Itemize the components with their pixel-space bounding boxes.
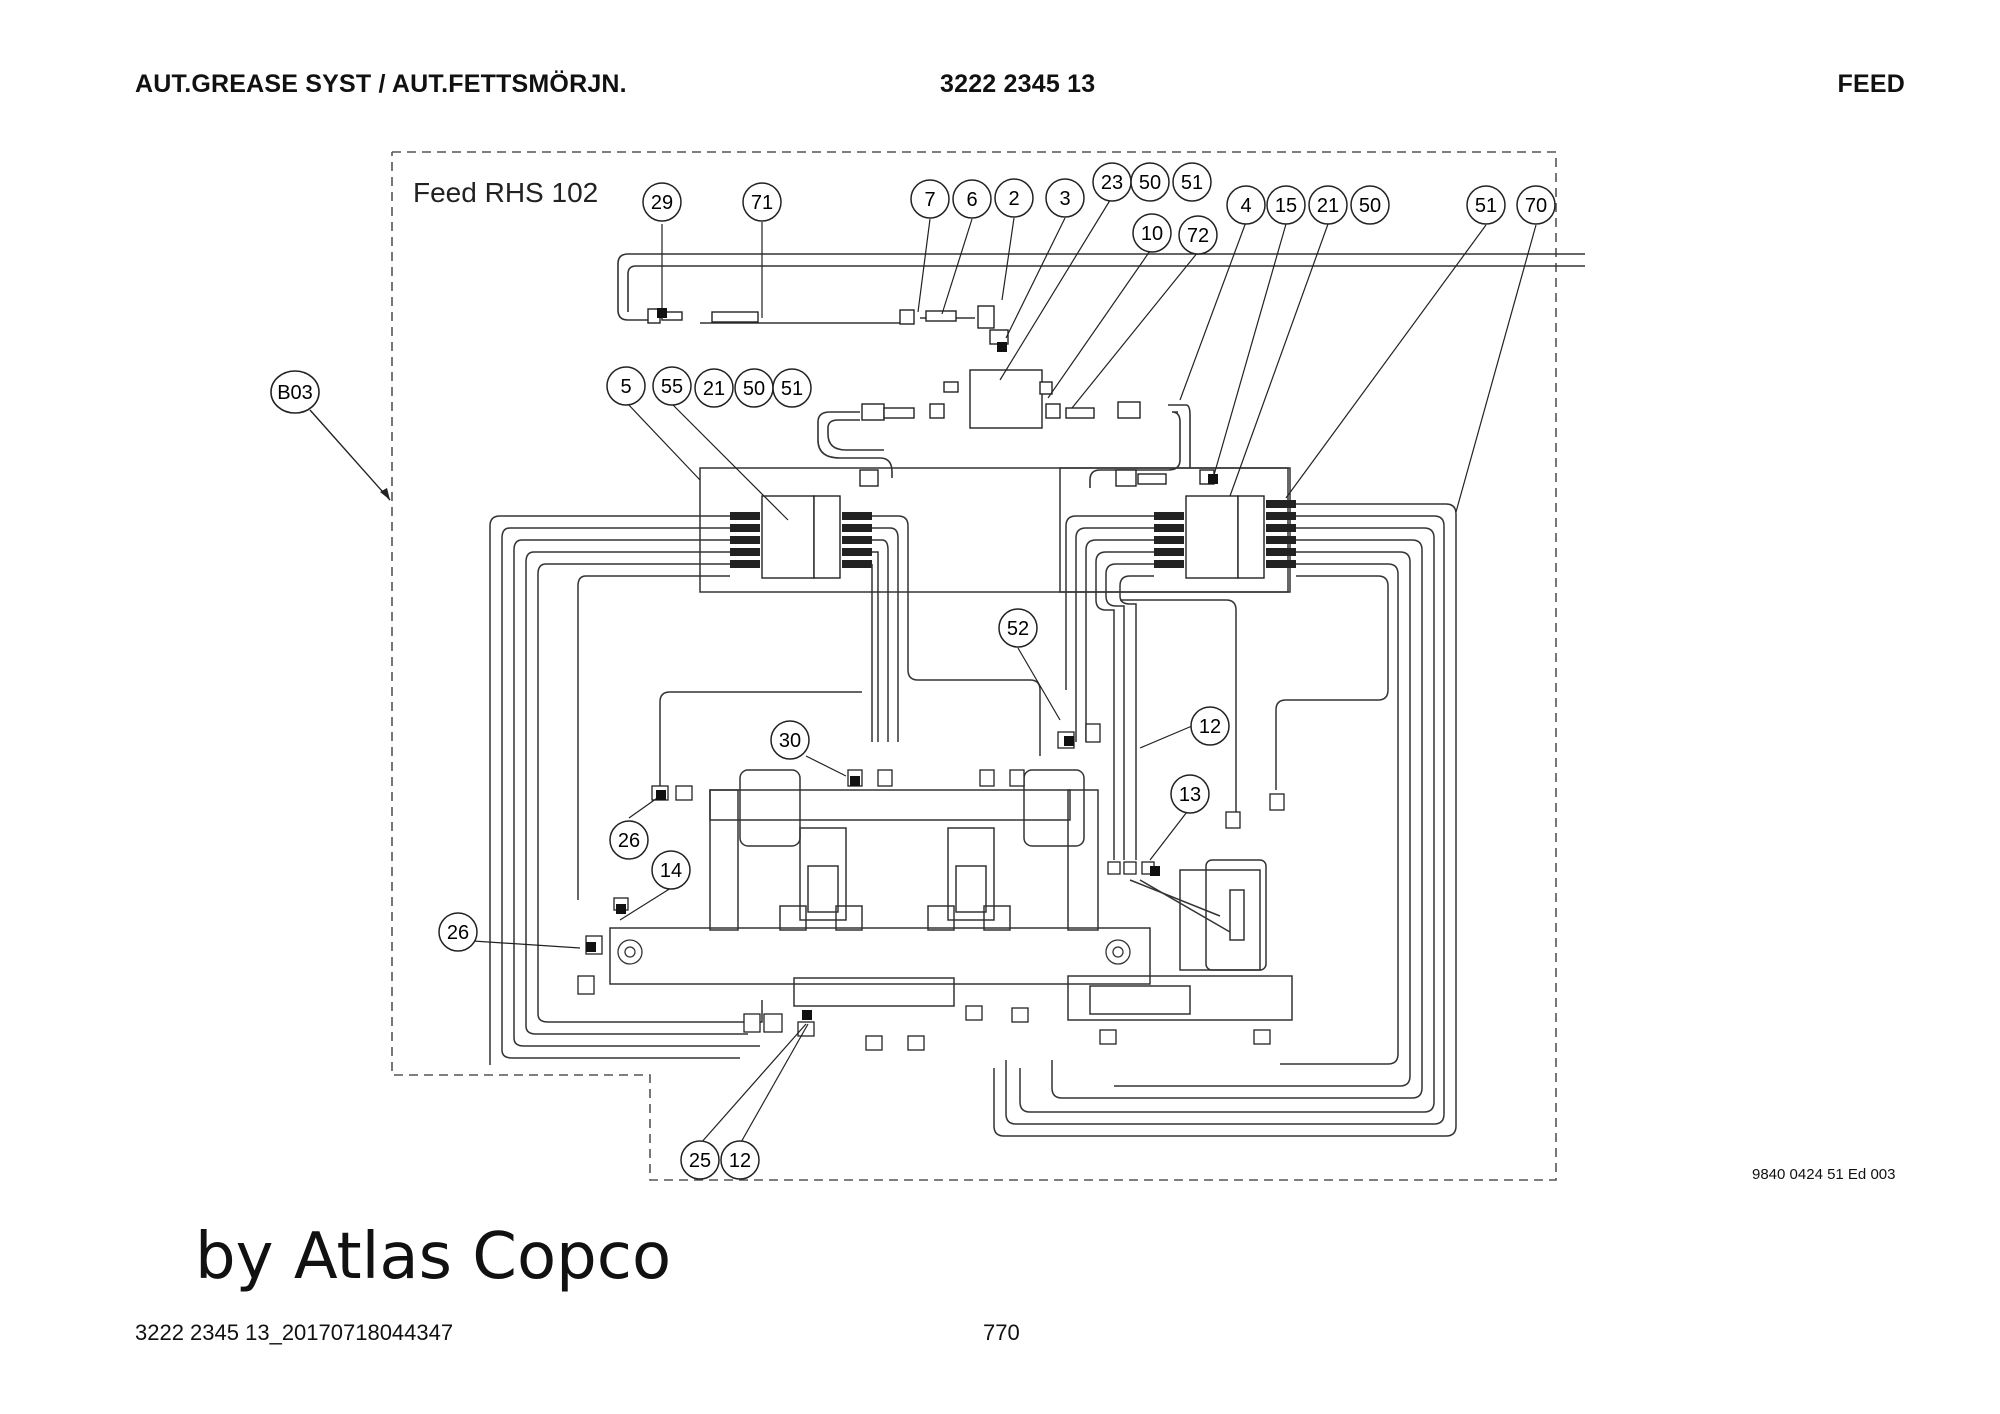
callout-29: 29 xyxy=(642,182,682,222)
callout-26: 26 xyxy=(609,820,649,860)
header-part-number: 3222 2345 13 xyxy=(940,70,1096,98)
svg-text:29: 29 xyxy=(651,192,673,214)
callout-4: 4 xyxy=(1226,185,1266,225)
callout-12: 12 xyxy=(1190,706,1230,746)
svg-text:2: 2 xyxy=(1008,188,1019,210)
manifold-right xyxy=(1059,467,1291,593)
callout-7: 7 xyxy=(910,179,950,219)
brand-signature: by Atlas Copco xyxy=(195,1220,672,1294)
diagram-boundary xyxy=(391,151,1557,1181)
callout-51: 51 xyxy=(772,368,812,408)
svg-text:26: 26 xyxy=(447,922,469,944)
callout-55: 55 xyxy=(652,366,692,406)
manifold-left xyxy=(699,467,1289,593)
footer-page-number: 770 xyxy=(983,1320,1020,1345)
callout-71: 71 xyxy=(742,182,782,222)
svg-text:14: 14 xyxy=(660,860,682,882)
gear-wheels xyxy=(617,939,1131,965)
callout-26: 26 xyxy=(438,912,478,952)
callout-70: 70 xyxy=(1516,185,1556,225)
callout-72: 72 xyxy=(1178,215,1218,255)
svg-text:26: 26 xyxy=(618,830,640,852)
header-title: AUT.GREASE SYST / AUT.FETTSMÖRJN. xyxy=(135,70,627,98)
svg-text:50: 50 xyxy=(743,378,765,400)
header-section: FEED xyxy=(1837,70,1905,98)
callout-50: 50 xyxy=(1350,185,1390,225)
footer-doc-id: 3222 2345 13_20170718044347 xyxy=(135,1320,454,1345)
callout-25: 25 xyxy=(680,1140,720,1180)
svg-text:52: 52 xyxy=(1007,618,1029,640)
callout-2: 2 xyxy=(994,178,1034,218)
svg-text:55: 55 xyxy=(661,376,683,398)
callout-6: 6 xyxy=(952,179,992,219)
callout-12: 12 xyxy=(720,1140,760,1180)
svg-text:25: 25 xyxy=(689,1150,711,1172)
svg-text:50: 50 xyxy=(1359,195,1381,217)
group-callout-b03: B03 xyxy=(270,370,391,501)
callout-51: 51 xyxy=(1172,162,1212,202)
callout-50: 50 xyxy=(734,368,774,408)
svg-text:4: 4 xyxy=(1240,195,1251,217)
svg-text:21: 21 xyxy=(703,378,725,400)
svg-text:12: 12 xyxy=(1199,716,1221,738)
callout-5: 5 xyxy=(606,366,646,406)
drawing-reference: 9840 0424 51 Ed 003 xyxy=(1752,1166,1896,1183)
svg-text:6: 6 xyxy=(966,189,977,211)
callout-13: 13 xyxy=(1170,774,1210,814)
callout-51: 51 xyxy=(1466,185,1506,225)
svg-text:21: 21 xyxy=(1317,195,1339,217)
callout-leaders xyxy=(457,196,1537,1145)
svg-text:23: 23 xyxy=(1101,172,1123,194)
feed-frame xyxy=(609,769,1293,1021)
callout-15: 15 xyxy=(1266,185,1306,225)
callout-52: 52 xyxy=(998,608,1038,648)
svg-text:5: 5 xyxy=(620,376,631,398)
svg-text:12: 12 xyxy=(729,1150,751,1172)
svg-text:30: 30 xyxy=(779,730,801,752)
svg-text:B03: B03 xyxy=(277,382,313,404)
callout-14: 14 xyxy=(651,850,691,890)
svg-text:71: 71 xyxy=(751,192,773,214)
callout-21: 21 xyxy=(1308,185,1348,225)
svg-text:50: 50 xyxy=(1139,172,1161,194)
svg-text:70: 70 xyxy=(1525,195,1547,217)
svg-text:51: 51 xyxy=(1475,195,1497,217)
hose-bundles xyxy=(489,503,1457,1137)
svg-text:10: 10 xyxy=(1141,223,1163,245)
svg-text:15: 15 xyxy=(1275,195,1297,217)
body-fittings xyxy=(577,723,1285,1051)
svg-text:72: 72 xyxy=(1187,225,1209,247)
arrow-heads xyxy=(586,308,1218,1020)
callout-50: 50 xyxy=(1130,162,1170,202)
callout-3: 3 xyxy=(1045,178,1085,218)
callout-10: 10 xyxy=(1132,213,1172,253)
top-fittings xyxy=(647,305,1215,487)
diagram-title: Feed RHS 102 xyxy=(413,177,598,208)
svg-text:51: 51 xyxy=(1181,172,1203,194)
svg-text:3: 3 xyxy=(1059,188,1070,210)
svg-text:7: 7 xyxy=(924,189,935,211)
svg-text:13: 13 xyxy=(1179,784,1201,806)
callout-30: 30 xyxy=(770,720,810,760)
callout-21: 21 xyxy=(694,368,734,408)
manifold-outlets xyxy=(730,500,1296,568)
svg-text:51: 51 xyxy=(781,378,803,400)
callout-23: 23 xyxy=(1092,162,1132,202)
